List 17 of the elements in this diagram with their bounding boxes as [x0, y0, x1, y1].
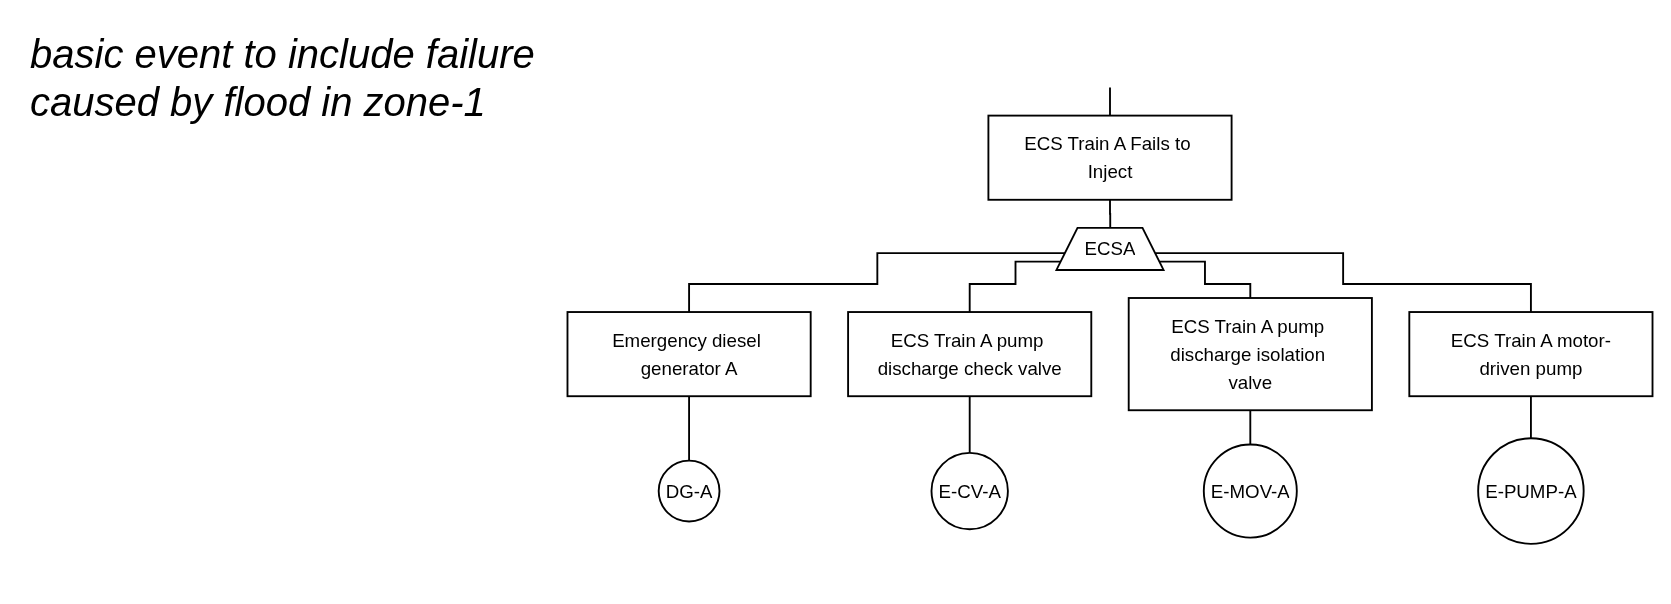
connector: [1249, 409, 1252, 446]
connector: [688, 395, 690, 462]
node-box: ECS Train A pump discharge check valve: [847, 311, 1093, 398]
connector: [968, 395, 971, 455]
node-box: ECS Train A Fails to Inject: [987, 115, 1233, 202]
node-circle: DG-A: [657, 460, 721, 523]
node-circle: E-PUMP-A: [1477, 437, 1585, 546]
connector: [1530, 395, 1532, 440]
node-circle: E-CV-A: [930, 452, 1009, 531]
connector: [1158, 261, 1252, 300]
node-box: ECS Train A pump discharge isolation valve: [1127, 297, 1373, 412]
note-text: basic event to include failure caused by flood in zone-1: [30, 31, 536, 126]
node-circle: E-MOV-A: [1202, 443, 1298, 539]
connector: [1154, 252, 1532, 314]
node-box: Emergency diesel generator A: [566, 311, 812, 398]
connector: [1109, 86, 1111, 117]
node-box: ECS Train A motor-driven pump: [1408, 311, 1654, 398]
